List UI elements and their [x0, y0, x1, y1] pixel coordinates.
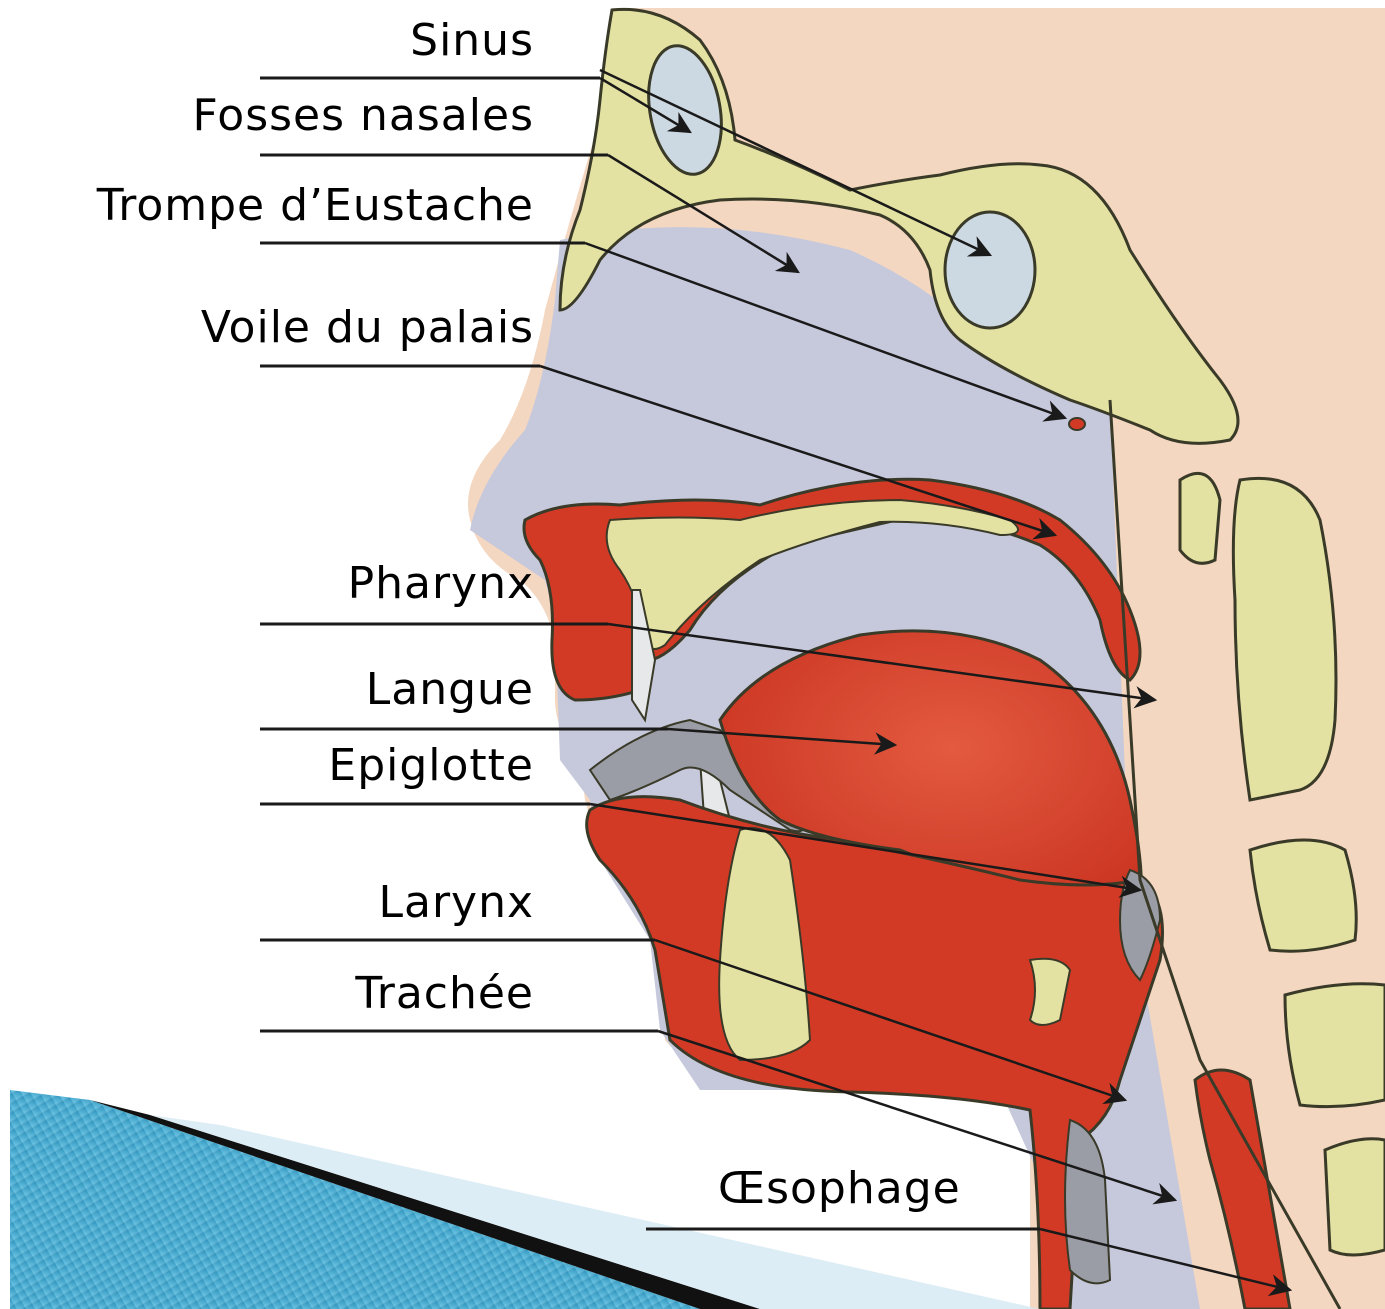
- vertebra-4: [1325, 1139, 1385, 1255]
- vertebra-1: [1233, 478, 1336, 800]
- label-langue: Langue: [366, 664, 534, 715]
- label-voile-palais: Voile du palais: [201, 302, 534, 353]
- label-epiglotte: Epiglotte: [328, 740, 534, 791]
- label-trompe-eustache: Trompe d’Eustache: [96, 180, 534, 231]
- label-larynx: Larynx: [378, 877, 534, 928]
- vertebra-2: [1250, 840, 1356, 951]
- vertebra-atlas: [1180, 473, 1220, 563]
- label-sinus: Sinus: [410, 15, 534, 66]
- label-pharynx: Pharynx: [348, 558, 534, 609]
- decorative-chevron: [10, 1090, 700, 1309]
- eustachian-opening: [1069, 418, 1085, 430]
- sphenoid-sinus-cavity: [945, 212, 1035, 328]
- label-oesophage: Œsophage: [718, 1163, 961, 1214]
- vertebra-3: [1285, 984, 1385, 1107]
- label-trachee: Trachée: [354, 968, 534, 1019]
- label-fosses-nasales: Fosses nasales: [193, 90, 534, 141]
